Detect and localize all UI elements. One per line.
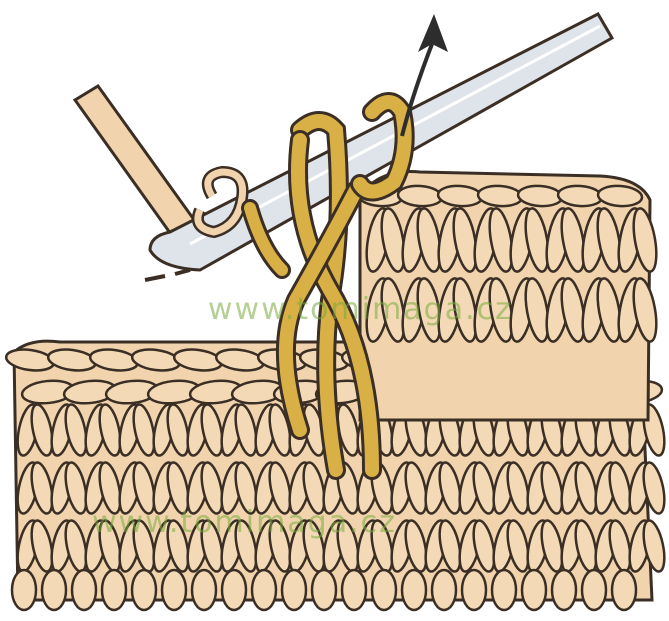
yarn-strand bbox=[75, 86, 200, 244]
stitch bbox=[222, 570, 246, 610]
stitch bbox=[72, 570, 96, 610]
stitch bbox=[42, 570, 66, 610]
stitch bbox=[432, 570, 456, 610]
stitch bbox=[402, 570, 426, 610]
stitch bbox=[342, 570, 366, 610]
stitch bbox=[552, 570, 576, 610]
watermark-text: www.tomimaga.cz bbox=[92, 505, 397, 540]
stitch bbox=[282, 570, 306, 610]
stitch bbox=[462, 570, 486, 610]
stitch bbox=[372, 570, 396, 610]
stitch bbox=[162, 570, 186, 610]
stitch bbox=[12, 570, 36, 610]
stitch bbox=[522, 570, 546, 610]
stitch bbox=[582, 570, 606, 610]
stitch bbox=[102, 570, 126, 610]
stitch bbox=[132, 570, 156, 610]
stitch bbox=[612, 570, 636, 610]
stitch bbox=[252, 570, 276, 610]
watermark-text: www.tomimaga.cz bbox=[208, 292, 513, 327]
stitch bbox=[312, 570, 336, 610]
stitch bbox=[192, 570, 216, 610]
stitch bbox=[492, 570, 516, 610]
